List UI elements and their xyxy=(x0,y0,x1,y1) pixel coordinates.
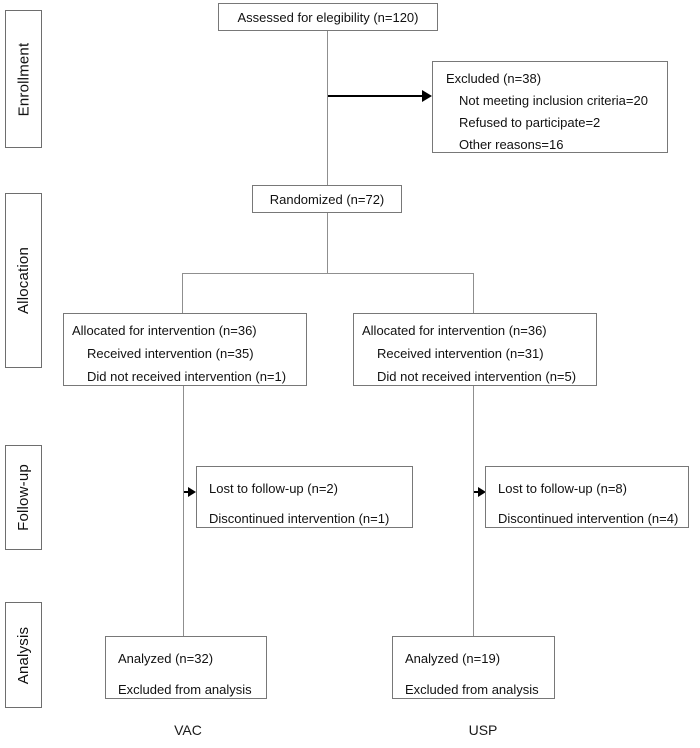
followup-left-box: Lost to follow-up (n=2) Discontinued int… xyxy=(196,466,413,528)
arrow-to-followup-left-line xyxy=(184,491,189,493)
stage-label-enrollment: Enrollment xyxy=(5,10,42,148)
allocation-left-box: Allocated for intervention (n=36) Receiv… xyxy=(63,313,307,386)
excluded-box: Excluded (n=38) Not meeting inclusion cr… xyxy=(432,61,668,153)
arrow-to-followup-left-head-icon xyxy=(188,487,196,497)
allocation-left-item: Received intervention (n=35) xyxy=(87,346,254,361)
stage-label-analysis-text: Analysis xyxy=(15,626,32,684)
connector-branch-horizontal xyxy=(182,273,474,274)
arrow-to-followup-right-head-icon xyxy=(478,487,486,497)
followup-right-box: Lost to follow-up (n=8) Discontinued int… xyxy=(485,466,689,528)
stage-label-followup-text: Follow-up xyxy=(15,464,33,531)
followup-left-line: Discontinued intervention (n=1) xyxy=(209,511,390,526)
followup-right-line: Lost to follow-up (n=8) xyxy=(498,481,627,496)
stage-label-allocation: Allocation xyxy=(5,193,42,368)
stage-label-followup: Follow-up xyxy=(5,445,42,550)
assessed-box: Assessed for elegibility (n=120) xyxy=(218,3,438,31)
excluded-item: Refused to participate=2 xyxy=(459,115,601,130)
stage-label-analysis: Analysis xyxy=(5,602,42,708)
excluded-item: Other reasons=16 xyxy=(459,137,564,152)
excluded-item: Not meeting inclusion criteria=20 xyxy=(459,93,648,108)
followup-right-line: Discontinued intervention (n=4) xyxy=(498,511,679,526)
assessed-text: Assessed for elegibility (n=120) xyxy=(237,9,419,25)
analysis-right-box: Analyzed (n=19) Excluded from analysis xyxy=(392,636,555,699)
randomized-text: Randomized (n=72) xyxy=(269,191,385,207)
allocation-right-item: Did not received intervention (n=5) xyxy=(377,369,577,384)
analysis-left-line: Analyzed (n=32) xyxy=(118,651,214,666)
arrow-to-excluded-head-icon xyxy=(422,90,432,102)
connector-right-alloc-to-analysis xyxy=(473,386,474,636)
allocation-left-item: Did not received intervention (n=1) xyxy=(87,369,287,384)
connector-left-alloc-to-analysis xyxy=(183,386,184,636)
allocation-right-title: Allocated for intervention (n=36) xyxy=(362,323,547,338)
stage-label-allocation-text: Allocation xyxy=(15,246,33,315)
group-label-vac: VAC xyxy=(174,722,202,738)
randomized-box: Randomized (n=72) xyxy=(252,185,402,213)
analysis-right-line: Excluded from analysis xyxy=(405,682,539,697)
allocation-right-box: Allocated for intervention (n=36) Receiv… xyxy=(353,313,597,386)
connector-branch-left-down xyxy=(182,273,183,313)
excluded-title: Excluded (n=38) xyxy=(446,71,542,86)
group-label-usp: USP xyxy=(468,722,498,738)
analysis-right-line: Analyzed (n=19) xyxy=(405,651,501,666)
stage-label-enrollment-text: Enrollment xyxy=(15,42,33,116)
allocation-right-item: Received intervention (n=31) xyxy=(377,346,544,361)
arrow-to-excluded-line xyxy=(328,95,422,97)
analysis-left-line: Excluded from analysis xyxy=(118,682,252,697)
connector-assessed-to-randomized xyxy=(327,31,328,185)
analysis-left-box: Analyzed (n=32) Excluded from analysis xyxy=(105,636,267,699)
followup-left-line: Lost to follow-up (n=2) xyxy=(209,481,338,496)
arrow-to-followup-right-line xyxy=(474,491,479,493)
connector-randomized-down xyxy=(327,213,328,273)
allocation-left-title: Allocated for intervention (n=36) xyxy=(72,323,257,338)
connector-branch-right-down xyxy=(473,273,474,313)
